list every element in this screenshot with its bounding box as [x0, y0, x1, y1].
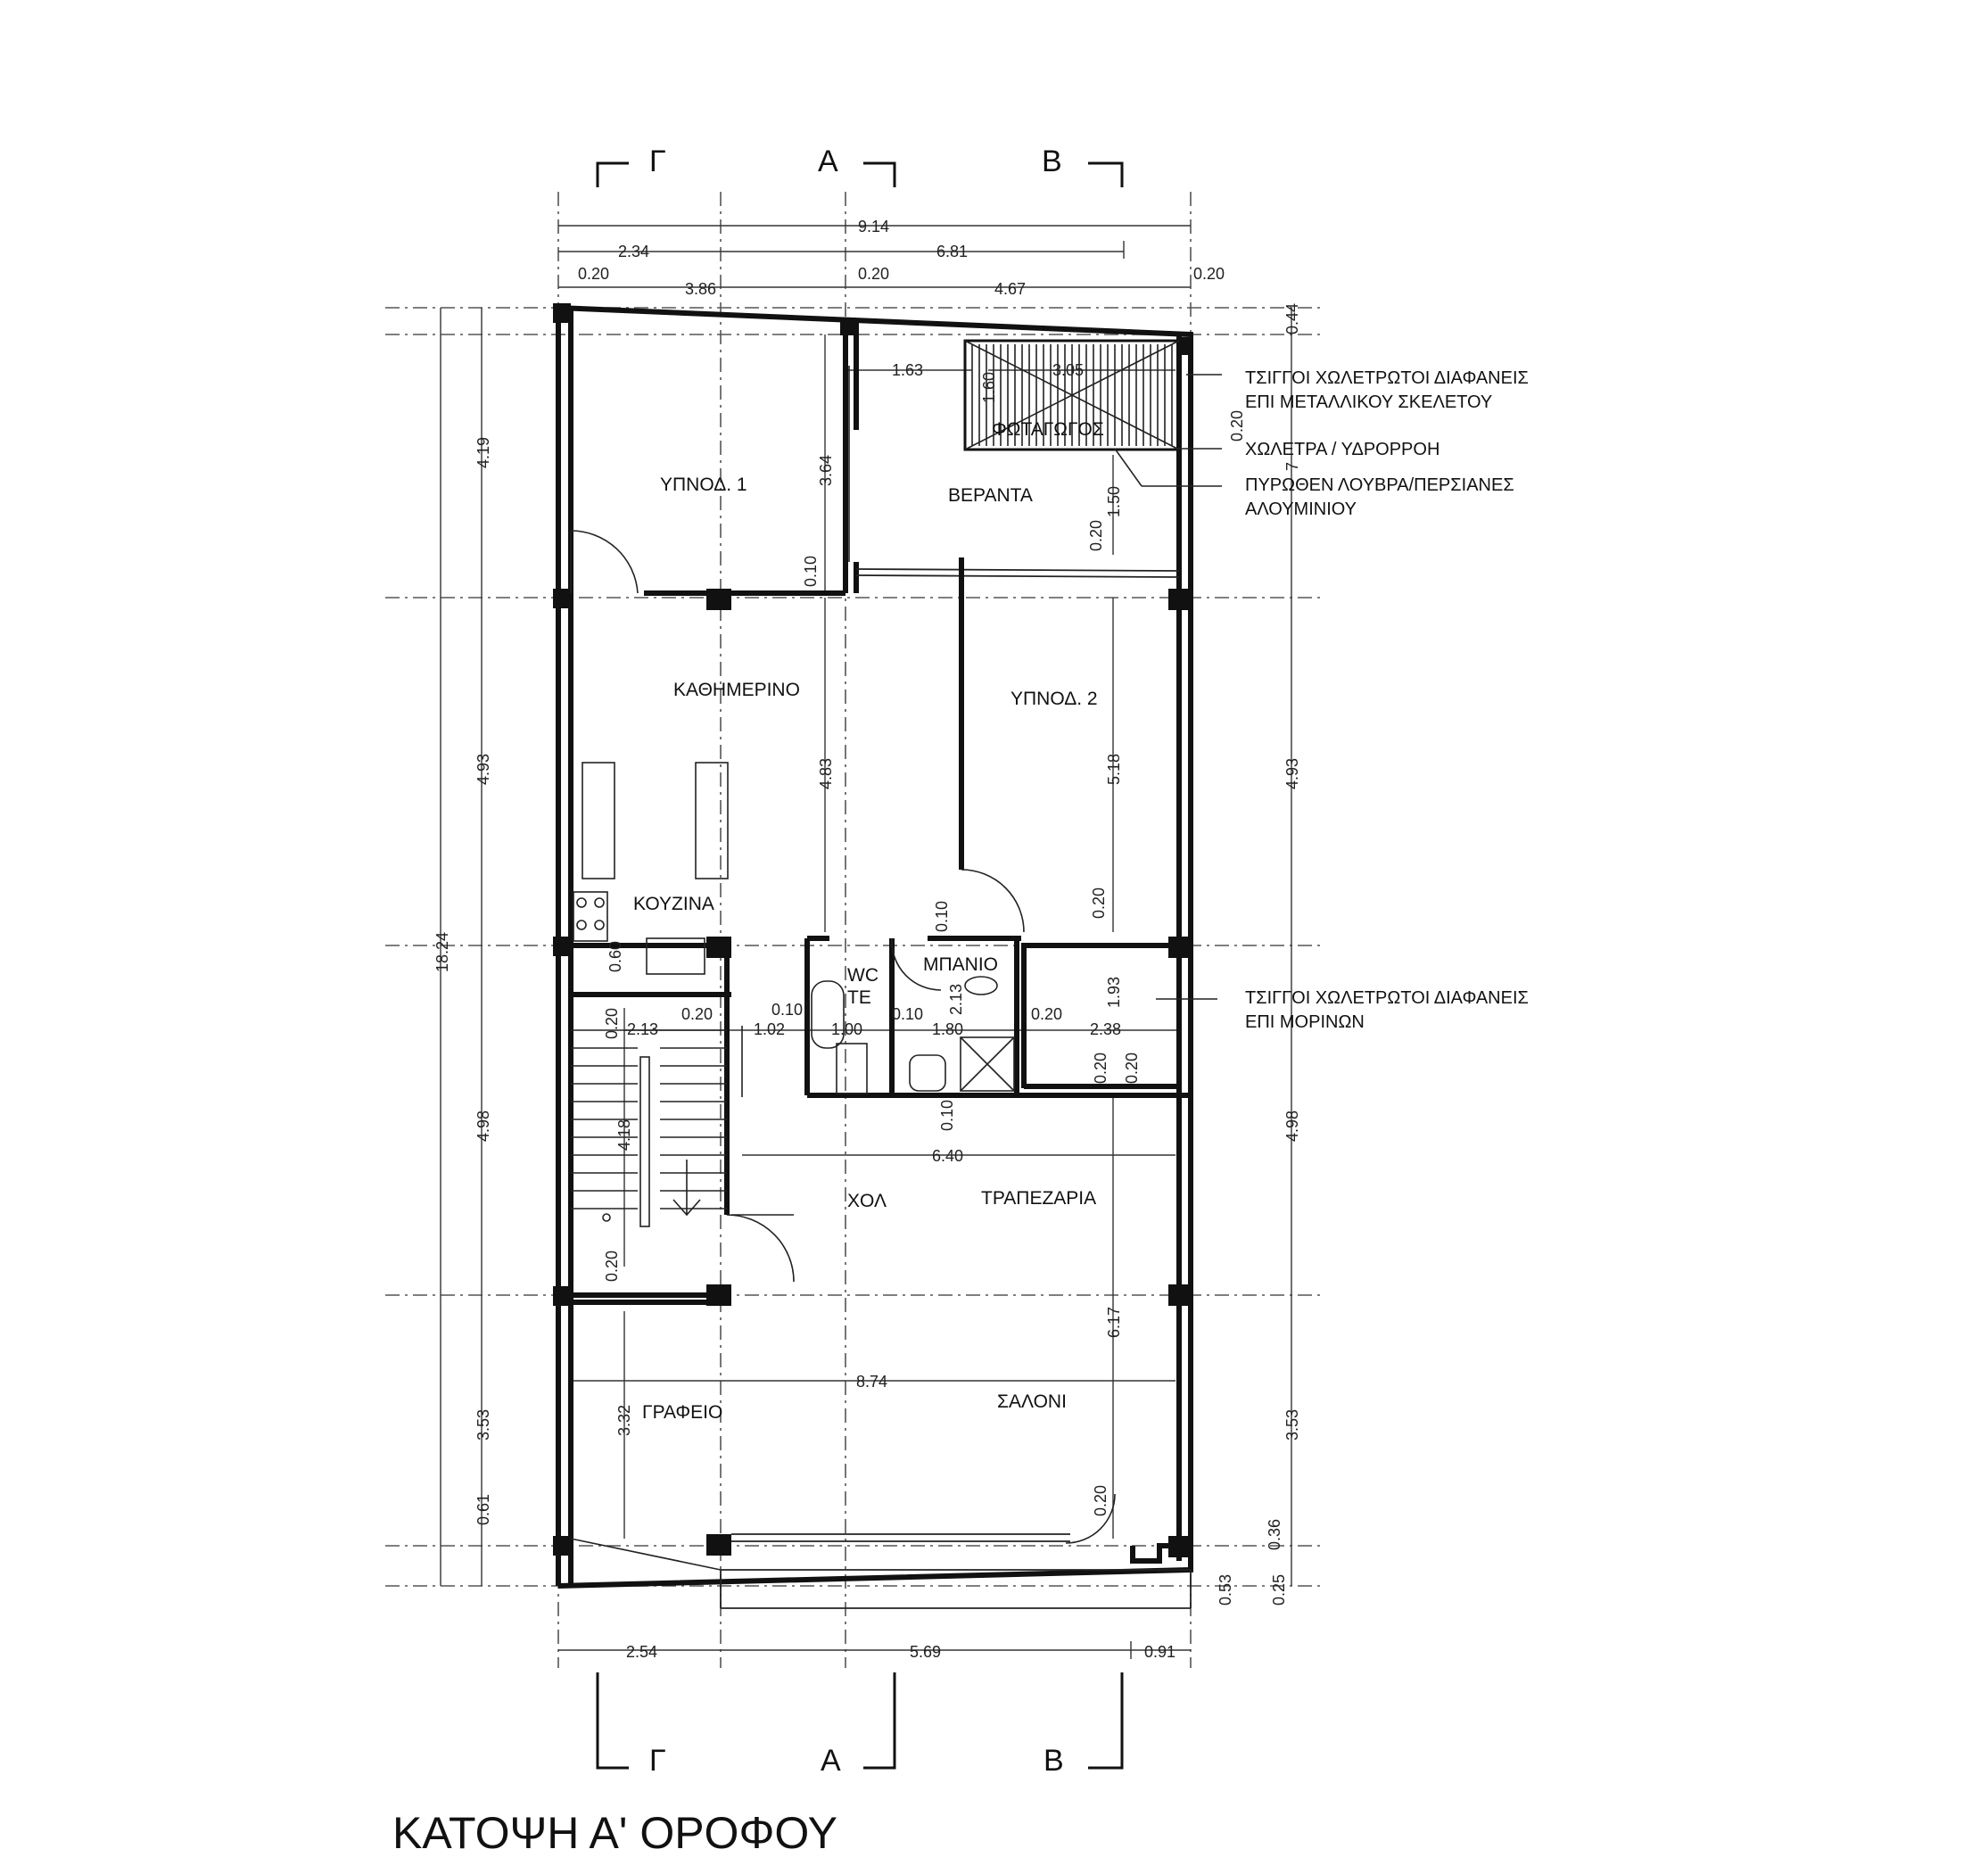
dim-d020-e3: 0.20	[1123, 1053, 1141, 1084]
dim-d874: 8.74	[856, 1373, 887, 1391]
dim-d102: 1.02	[754, 1020, 785, 1038]
dim-d483: 4.83	[817, 758, 835, 789]
doors	[570, 366, 1116, 1571]
dim-t020c: 0.20	[1193, 265, 1225, 283]
dim-b254: 2.54	[626, 1643, 657, 1661]
note-1-line-1: ΤΣΙΓΓΟΙ ΧΩΛΕΤΡΩΤΟΙ ΔΙΑΦΑΝΕΙΣ	[1245, 368, 1529, 388]
dim-right-025: 0.25	[1270, 1574, 1288, 1606]
section-label-a-top: Α	[818, 144, 838, 178]
section-label-g-bottom: Γ	[649, 1744, 666, 1778]
dim-top-total: 9.14	[858, 218, 889, 235]
room-wc: WC	[847, 965, 879, 986]
dim-right-053: 0.53	[1217, 1574, 1234, 1606]
dim-t386: 3.86	[685, 280, 716, 298]
dim-d100: 1.00	[831, 1020, 862, 1038]
dim-d020-b2: 0.20	[1090, 887, 1108, 919]
dim-left-419: 4.19	[474, 437, 492, 468]
dim-d180: 1.80	[932, 1020, 963, 1038]
dim-t020a: 0.20	[578, 265, 609, 283]
note-4-line-2: ΕΠΙ ΜΟΡΙΝΩΝ	[1245, 1012, 1365, 1032]
note-3-line-2: ΑΛΟΥΜΙΝΙΟΥ	[1245, 499, 1357, 519]
section-label-b-bottom: Β	[1043, 1744, 1064, 1778]
dim-d518: 5.18	[1105, 754, 1123, 785]
dim-d020-vr: 0.20	[1087, 520, 1105, 551]
room-veranda: ΒΕΡΑΝΤΑ	[948, 485, 1033, 506]
room-bedroom2: ΥΠΝΟΔ. 2	[1010, 689, 1098, 709]
dim-right-353: 3.53	[1283, 1409, 1301, 1441]
section-label-g-top: Γ	[649, 144, 666, 178]
dim-d213b: 2.13	[947, 984, 965, 1015]
room-living: ΚΑΘΗΜΕΡΙΝΟ	[673, 680, 800, 700]
dim-d010-wc: 0.10	[771, 1001, 803, 1019]
dim-d332: 3.32	[615, 1405, 633, 1436]
note-leaders	[1114, 374, 1222, 1000]
section-markers	[596, 161, 1124, 1770]
dim-d238: 2.38	[1090, 1020, 1121, 1038]
dim-t467: 4.67	[994, 280, 1026, 298]
dim-b569: 5.69	[910, 1643, 941, 1661]
note-4-line-1: ΤΣΙΓΓΟΙ ΧΩΛΕΤΡΩΤΟΙ ΔΙΑΦΑΝΕΙΣ	[1245, 988, 1529, 1008]
dim-d010-bt: 0.10	[933, 901, 951, 932]
drawing-title: ΚΑΤΟΨΗ Α' ΟΡΟΦΟΥ	[392, 1808, 837, 1858]
fixtures	[573, 762, 1015, 1094]
dim-d640: 6.40	[932, 1147, 963, 1165]
dim-d060: 0.60	[606, 941, 624, 972]
dim-d020-e2: 0.20	[1092, 1053, 1109, 1084]
dim-d150: 1.50	[1105, 486, 1123, 517]
dim-d010-b: 0.10	[892, 1005, 923, 1023]
room-office: ΓΡΑΦΕΙΟ	[642, 1402, 722, 1423]
dim-left-493: 4.93	[474, 754, 492, 785]
dim-d010-h: 0.10	[938, 1100, 956, 1131]
dim-d305: 3.05	[1052, 361, 1084, 379]
dim-left-1824: 18.24	[433, 932, 451, 972]
dim-d020-sh: 0.20	[1228, 410, 1246, 442]
room-shaft: ΦΩΤΑΓΩΓΟΣ	[992, 419, 1104, 440]
dim-d020-st2: 0.20	[603, 1251, 621, 1282]
dim-right-498: 4.98	[1283, 1110, 1301, 1142]
room-bath: ΜΠΑΝΙΟ	[923, 954, 998, 975]
room-bedroom1: ΥΠΝΟΔ. 1	[660, 475, 747, 495]
room-dining: ΤΡΑΠΕΖΑΡΙΑ	[981, 1188, 1096, 1209]
room-salon: ΣΑΛΟΝΙ	[997, 1391, 1067, 1412]
dim-d193: 1.93	[1105, 977, 1123, 1008]
dim-d163: 1.63	[892, 361, 923, 379]
dim-right-044: 0.44	[1283, 303, 1301, 334]
staircase	[571, 1029, 727, 1227]
room-kitchen: ΚΟΥΖΙΝΑ	[633, 894, 714, 914]
dim-left-061: 0.61	[474, 1494, 492, 1525]
dim-d010-b1: 0.10	[802, 556, 820, 587]
room-hall: ΧΟΛ	[847, 1191, 887, 1211]
note-2: ΧΩΛΕΤΡΑ / ΥΔΡΟΡΡΟΗ	[1245, 440, 1439, 459]
dim-top-left: 2.34	[618, 243, 649, 260]
section-label-b-top: Β	[1042, 144, 1062, 178]
dim-top-right: 6.81	[936, 243, 968, 260]
dim-left-353: 3.53	[474, 1409, 492, 1441]
dim-t020b: 0.20	[858, 265, 889, 283]
dim-d617: 6.17	[1105, 1307, 1123, 1338]
dim-right-7: 7	[1283, 462, 1301, 471]
dim-d418: 4.18	[615, 1119, 633, 1151]
room-te: TE	[847, 987, 871, 1008]
shaft-hatching	[964, 340, 1180, 450]
dim-d020-door: 0.20	[1092, 1485, 1109, 1516]
dim-d020-st: 0.20	[603, 1008, 621, 1039]
note-3-line-1: ΠΥΡΩΘΕΝ ΛΟΥΒΡΑ/ΠΕΡΣΙΑΝΕΣ	[1245, 475, 1514, 495]
section-label-a-bottom: Α	[821, 1744, 841, 1778]
dim-d020-e: 0.20	[1031, 1005, 1062, 1023]
dim-right-493: 4.93	[1283, 758, 1301, 789]
dim-left-498: 4.98	[474, 1110, 492, 1142]
dimension-lines	[440, 225, 1292, 1659]
dim-b091: 0.91	[1144, 1643, 1175, 1661]
dim-d364: 3.64	[817, 455, 835, 486]
note-1-line-2: ΕΠΙ ΜΕΤΑΛΛΙΚΟΥ ΣΚΕΛΕΤΟΥ	[1245, 392, 1492, 412]
dim-d213: 2.13	[627, 1020, 658, 1038]
columns	[553, 303, 1192, 1557]
dim-right-036: 0.36	[1266, 1519, 1283, 1550]
dim-d160: 1.60	[980, 372, 998, 403]
dim-d020-h: 0.20	[681, 1005, 713, 1023]
